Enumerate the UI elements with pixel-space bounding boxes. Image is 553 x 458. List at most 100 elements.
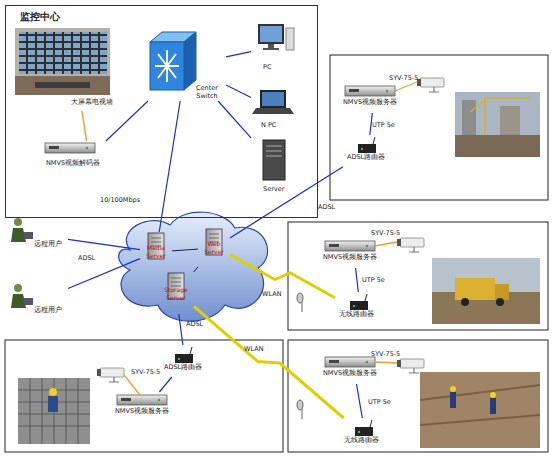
helmet [450, 386, 456, 392]
video-wall-photo [15, 28, 110, 95]
node-box: ADSL路由器 [160, 345, 210, 377]
network-link [194, 306, 344, 418]
node-label: 远程用户 [34, 306, 62, 315]
node-label: N PC [261, 121, 276, 129]
node-box: Web Server [198, 228, 230, 268]
node-box: PC [251, 21, 296, 73]
sky [455, 92, 540, 157]
server-icon [263, 140, 285, 180]
antenna [297, 293, 303, 312]
coax-cable [395, 82, 417, 91]
terminal [24, 298, 33, 305]
node-label: Center Switch [189, 84, 225, 100]
network-link [159, 377, 171, 392]
camera-icon [397, 359, 424, 373]
node-box: NMVS视频服务器 [320, 238, 388, 268]
router-icon [358, 137, 376, 153]
helmet [49, 388, 57, 396]
user-figure [11, 218, 33, 242]
link-label: UTP 5e [372, 121, 395, 129]
link-label: UTP 5e [362, 276, 385, 284]
encoder-icon [345, 86, 395, 96]
base [263, 48, 279, 50]
wheel [461, 298, 469, 306]
node-label: NMVS视频解码器 [46, 159, 100, 167]
worker [490, 398, 496, 414]
network-link [230, 255, 335, 298]
switch-front [150, 42, 184, 90]
pc-icon [258, 24, 294, 50]
network-link [68, 239, 140, 249]
node-box: NMVS视频服务器 [340, 83, 408, 113]
rebar-grid [18, 378, 90, 444]
network-link [172, 249, 198, 251]
site-frame [330, 55, 548, 200]
screen [260, 26, 282, 42]
server-case [263, 140, 285, 180]
floor [15, 76, 110, 95]
coax-cable [124, 375, 140, 395]
building [462, 100, 476, 135]
encoder-icon [117, 395, 167, 405]
terminal [24, 232, 33, 239]
site-photo [455, 92, 540, 157]
head [14, 218, 22, 226]
node-label: ADSL路由器 [164, 363, 202, 371]
antenna [297, 400, 303, 419]
screens [19, 32, 107, 74]
body [11, 228, 26, 242]
coax-cable [375, 242, 397, 246]
router-icon [350, 294, 368, 310]
switch-side [184, 32, 196, 90]
network-link [370, 113, 373, 135]
truck-cab [495, 284, 509, 300]
node-box: N PC [251, 89, 301, 131]
network-link [82, 111, 87, 141]
pc-tower [286, 28, 294, 50]
node-label: NMVS视频服务器 [323, 253, 377, 261]
node-label: NMVS视频服务器 [323, 369, 377, 377]
node-label: 无线路由器 [344, 436, 379, 444]
node-label: Storage Server [158, 286, 194, 302]
node-box: Server [251, 137, 301, 195]
node-box: NMVS视频服务器 [320, 354, 388, 384]
network-link [230, 167, 343, 238]
decoder-icon [45, 143, 95, 153]
link-label: WLAN [244, 345, 264, 353]
node-label: 大屏幕电视墙 [71, 98, 113, 106]
cable-label: SYV-75-5 [389, 74, 418, 82]
wheel [496, 298, 504, 306]
node-box: 监控中心大屏幕电视墙 NMVS视频解码器 Center Switch PC N PC Se… [5, 5, 318, 218]
node-box: 大屏幕电视墙 [13, 26, 138, 111]
network-link [226, 85, 251, 98]
site-photo [420, 372, 540, 448]
dish [297, 400, 303, 410]
node-label: 监控中心 [20, 11, 60, 23]
trench [420, 385, 540, 425]
cable-label: SYV-75-5 [371, 229, 400, 237]
building [500, 106, 520, 136]
network-link [356, 268, 359, 292]
cable-label: SYV-75-5 [371, 350, 400, 358]
node-box: ADSL路由器 [343, 135, 393, 167]
network-link [68, 259, 140, 289]
monitor [258, 24, 284, 44]
network-link [357, 384, 363, 418]
site-photo [432, 258, 540, 324]
sky [432, 258, 540, 324]
worker [450, 392, 456, 408]
cable-label: SYV-75-5 [131, 368, 160, 376]
camera-icon [417, 78, 444, 92]
ground [420, 372, 540, 448]
desk [35, 82, 90, 88]
laptop-screen [262, 92, 284, 106]
camera-icon [397, 238, 424, 252]
node-box: 远程用户 [8, 280, 68, 322]
network-link [106, 101, 148, 141]
node-box: 无线路由器 [340, 418, 390, 450]
laptop-base [252, 108, 294, 114]
node-box: Center Switch [146, 29, 226, 101]
